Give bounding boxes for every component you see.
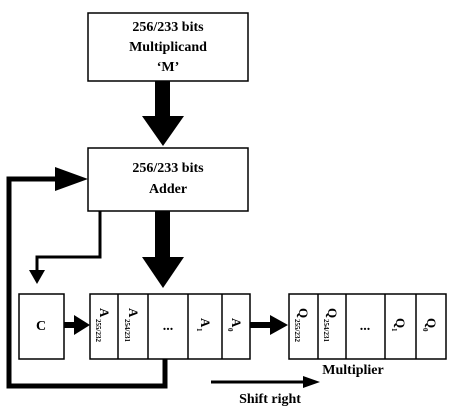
a-cell-bit1: A 1 (195, 318, 213, 332)
shift-right-arrow (211, 376, 320, 388)
adder-title: Adder (149, 182, 187, 197)
a-cell-msb-letter: A (97, 308, 112, 318)
q-cell-msb-index: 255/232 (293, 319, 301, 342)
a-cell-bit1-letter: A (198, 318, 213, 328)
a-cell-second: A 254/231 (123, 308, 141, 342)
q-cell-bit1-letter: Q (393, 318, 408, 328)
a-register: A 255/232 A 254/231 ... A 1 A 0 (89, 293, 251, 360)
q-cell-bit0-index: 0 (421, 328, 429, 332)
adder-to-register-arrow (142, 211, 184, 288)
q-cell-msb-letter: Q (296, 308, 311, 318)
a-cell-bit1-index: 1 (195, 328, 203, 332)
a-cell-second-letter: A (126, 308, 141, 318)
multiplicand-symbol: ‘M’ (157, 60, 180, 75)
multiplicand-box: 256/233 bits Multiplicand ‘M’ (87, 12, 249, 82)
a-cell-msb-index: 255/232 (94, 319, 102, 342)
multiplicand-width-label: 256/233 bits (132, 20, 204, 35)
carry-to-register-arrow (64, 315, 90, 335)
multiplier-caption: Multiplier (322, 363, 383, 378)
a-cell-bit0-letter: A (229, 318, 244, 328)
multiplicand-title: Multiplicand (129, 40, 207, 55)
adder-to-carry-arrow (29, 211, 102, 284)
q-cell-bit0-letter: Q (424, 318, 439, 328)
q-cell-bit1: Q 1 (390, 318, 408, 332)
shift-right-label: Shift right (239, 392, 301, 407)
adder-box: 256/233 bits Adder (87, 147, 249, 212)
q-cell-second: Q 254/231 (322, 308, 340, 342)
q-cell-msb: Q 255/232 (293, 308, 311, 342)
a-cell-bit0-index: 0 (226, 328, 234, 332)
a-to-q-arrow (250, 315, 288, 335)
feedback-loop-arrow (6, 167, 168, 389)
q-cell-second-letter: Q (325, 308, 340, 318)
q-register: Q 255/232 Q 254/231 ... Q 1 Q 0 (288, 293, 447, 360)
a-cell-msb: A 255/232 (94, 308, 112, 342)
q-cell-bit0: Q 0 (421, 318, 439, 332)
q-cell-second-index: 254/231 (322, 319, 330, 342)
carry-label: C (36, 319, 46, 334)
q-cell-ellipsis: ... (360, 319, 371, 334)
carry-box: C (18, 293, 65, 360)
q-cell-bit1-index: 1 (390, 328, 398, 332)
multiplicand-to-adder-arrow (142, 81, 184, 146)
a-cell-ellipsis: ... (163, 319, 174, 334)
a-cell-bit0: A 0 (226, 318, 244, 332)
adder-width-label: 256/233 bits (132, 161, 204, 176)
a-cell-second-index: 254/231 (123, 319, 131, 342)
